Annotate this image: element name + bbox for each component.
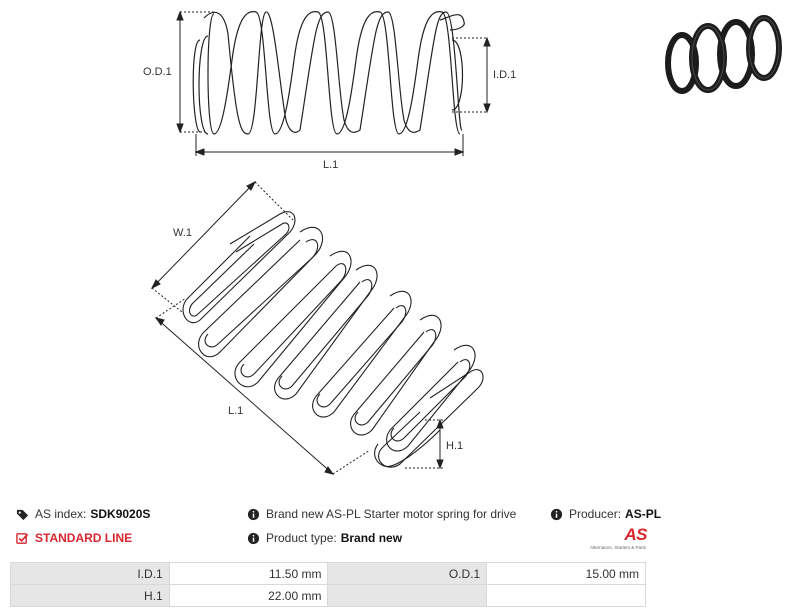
info-icon — [247, 532, 260, 544]
logo-mark: AS — [624, 525, 647, 544]
technical-drawing: O.D.1 I.D.1 L.1 — [143, 10, 516, 475]
l-top-label: L.1 — [323, 159, 338, 171]
info-icon — [550, 508, 563, 520]
h-label: H.1 — [446, 440, 463, 452]
info-icon — [247, 508, 260, 520]
id-label: I.D.1 — [493, 69, 516, 81]
as-pl-logo: AS Alternators, Starters & Parts — [585, 525, 651, 553]
od-label: O.D.1 — [143, 66, 172, 78]
w-label: W.1 — [173, 227, 192, 239]
producer-label: Producer: — [569, 507, 622, 521]
product-info: AS index: SDK9020S STANDARD LINE Brand n… — [0, 500, 800, 558]
l-bottom-label: L.1 — [228, 405, 243, 417]
spring-side-view — [192, 11, 465, 135]
l-top-dimension — [194, 134, 465, 156]
logo-tagline: Alternators, Starters & Parts — [589, 545, 647, 550]
description: Brand new AS-PL Starter motor spring for… — [247, 507, 516, 521]
table-row: I.D.1 11.50 mm O.D.1 15.00 mm — [10, 562, 646, 585]
standard-line-label: STANDARD LINE — [35, 531, 133, 545]
spring-photo — [665, 15, 782, 94]
producer: Producer: AS-PL — [550, 507, 661, 521]
tag-icon — [16, 509, 29, 520]
as-index-value: SDK9020S — [90, 507, 151, 521]
l-bottom-dimension — [154, 297, 371, 475]
standard-line: STANDARD LINE — [16, 531, 132, 545]
spec-value: 15.00 mm — [486, 562, 646, 585]
description-text: Brand new AS-PL Starter motor spring for… — [266, 507, 517, 521]
checkbox-icon — [16, 532, 29, 544]
product-type: Product type: Brand new — [247, 531, 402, 545]
producer-value: AS-PL — [625, 507, 662, 521]
product-type-value: Brand new — [340, 531, 403, 545]
od-dimension — [176, 10, 215, 134]
w-dimension — [150, 180, 296, 313]
spec-value: 11.50 mm — [168, 562, 329, 585]
spec-value: 22.00 mm — [168, 584, 329, 607]
product-type-label: Product type: — [266, 531, 337, 545]
h-dimension — [405, 418, 444, 470]
spec-value — [486, 584, 646, 607]
as-index-label: AS index: — [35, 507, 87, 521]
spring-isometric-view — [182, 211, 484, 468]
spec-label: O.D.1 — [327, 562, 488, 585]
specs-table: I.D.1 11.50 mm O.D.1 15.00 mm H.1 22.00 … — [10, 562, 646, 607]
spec-label: H.1 — [10, 584, 170, 607]
spec-label — [327, 584, 488, 607]
as-index: AS index: SDK9020S — [16, 507, 150, 521]
spec-label: I.D.1 — [10, 562, 170, 585]
table-row: H.1 22.00 mm — [10, 584, 646, 607]
id-dimension — [452, 36, 491, 114]
